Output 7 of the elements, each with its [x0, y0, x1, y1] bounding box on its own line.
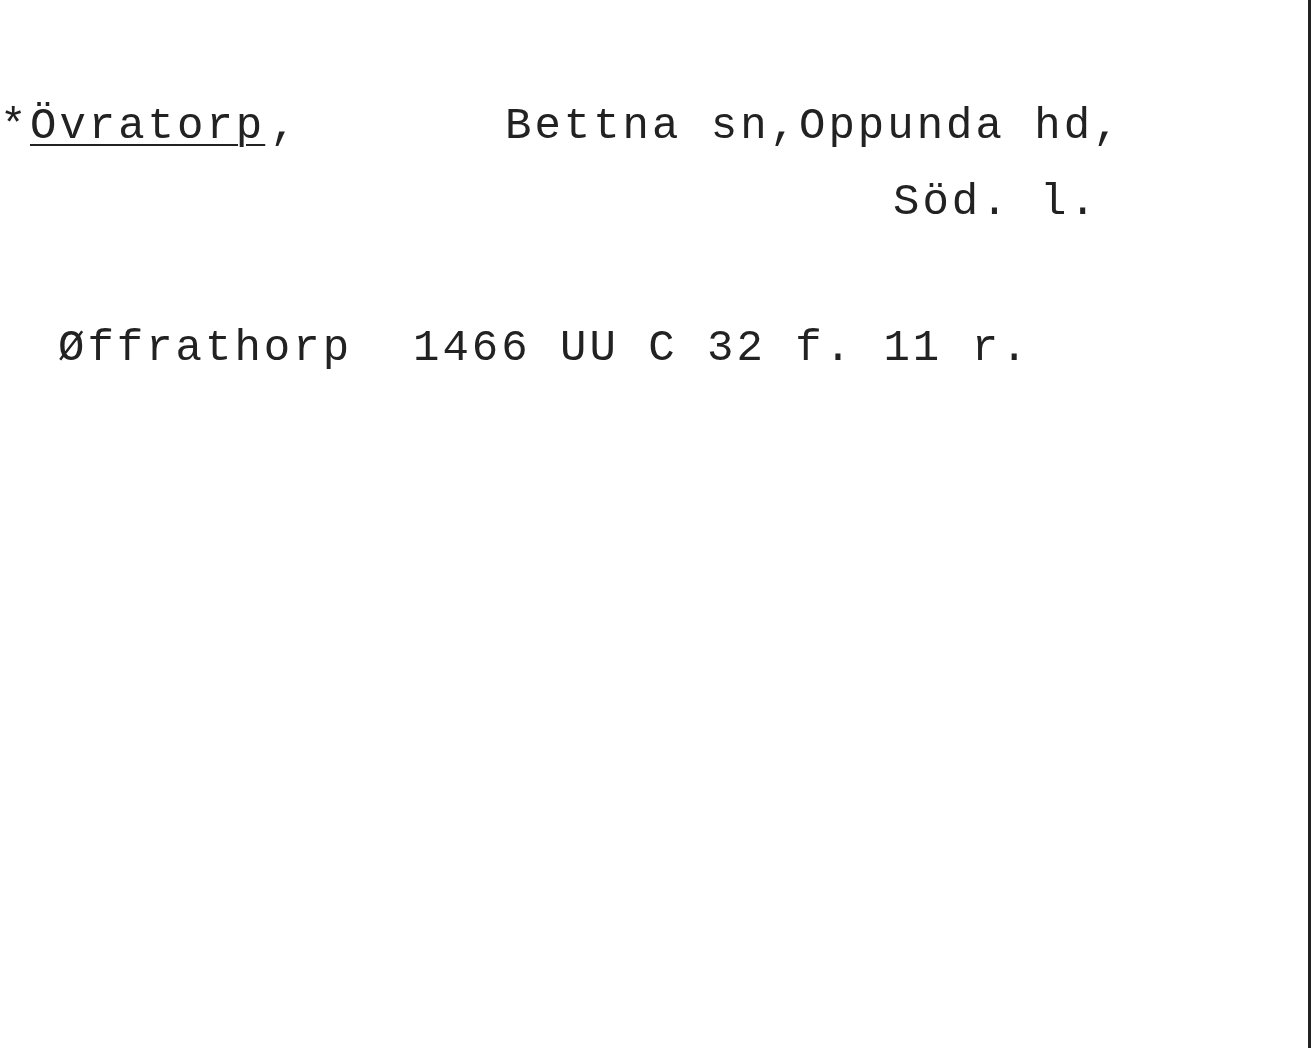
typed-text: *: [0, 100, 30, 152]
typed-text: Bettna sn,Oppunda hd,: [505, 100, 1123, 152]
typed-text: 1466 UU C 32 f. 11 r.: [413, 322, 1031, 374]
typed-text: Øffrathorp: [58, 322, 353, 374]
typed-text: Övratorp: [30, 100, 266, 152]
typed-text: Söd. l.: [893, 176, 1099, 228]
typed-text: ,: [270, 100, 300, 152]
